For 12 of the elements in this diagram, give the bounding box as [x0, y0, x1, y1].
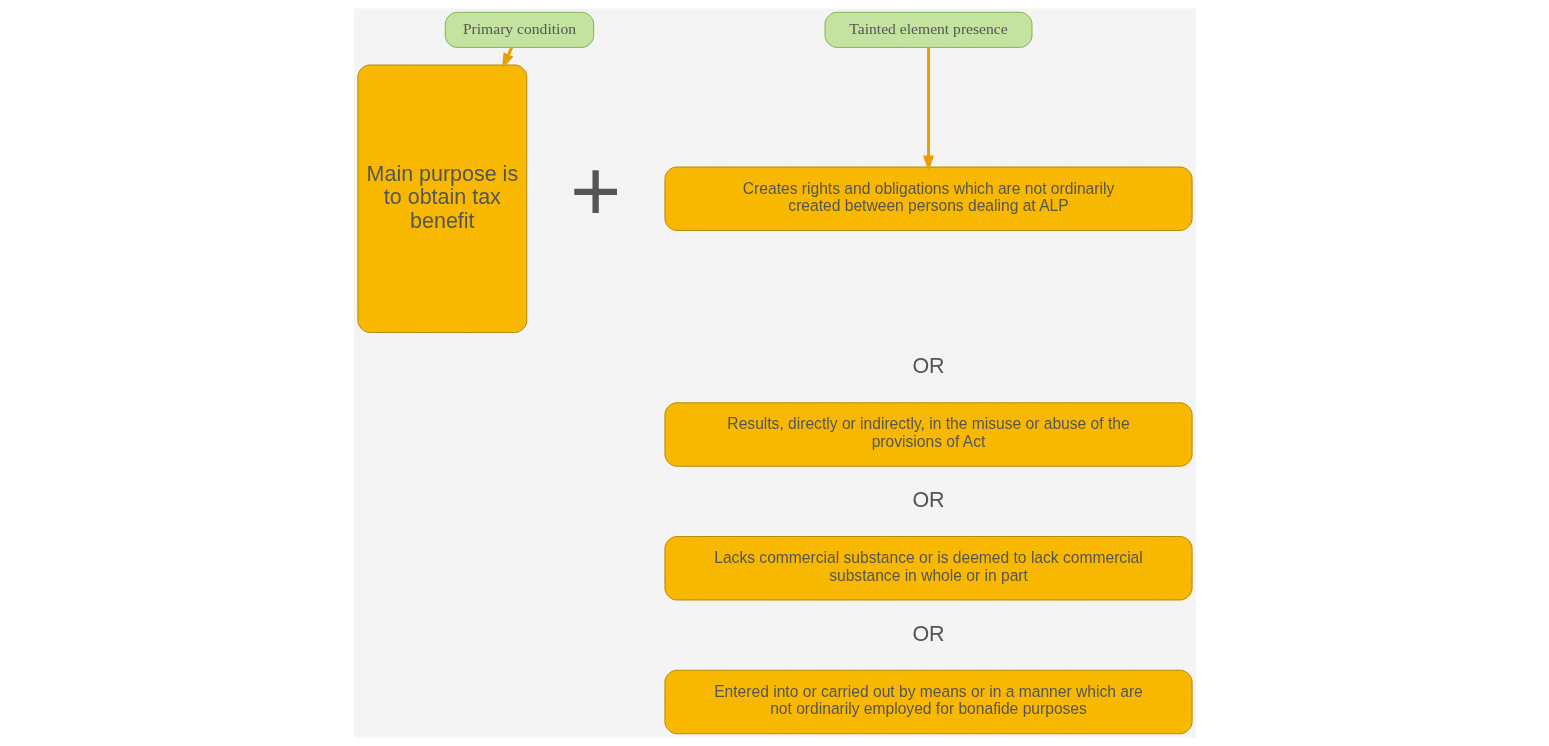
node-box: Entered into or carried out by means or in a manner which are not ordinarily employed for bonafide purposes — [663, 669, 1193, 735]
label: OR — [911, 487, 945, 512]
node-box: Creates rights and obligations which are not ordinarily created between persons dealing at ALP — [663, 166, 1193, 231]
node-box: Main purpose is to obtain tax benefit — [356, 64, 527, 333]
node-box: Tainted element presence — [824, 11, 1032, 48]
label: + — [569, 140, 621, 240]
node-box: Results, directly or indirectly, in the misuse or abuse of the provisions of Act — [663, 402, 1193, 467]
node-box: Lacks commercial substance or is deemed to lack commercial substance in whole or in part — [663, 536, 1193, 601]
label: OR — [911, 354, 945, 379]
label: OR — [911, 621, 945, 646]
arrow — [922, 47, 934, 172]
node-box: Primary condition — [444, 11, 594, 48]
